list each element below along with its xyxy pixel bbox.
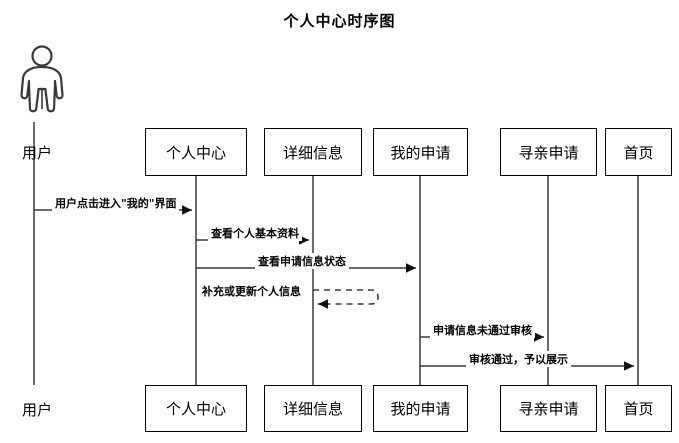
message-label-1: 用户点击进入"我的"界面 [52, 195, 180, 211]
actor-label-top: 用户 [22, 144, 53, 162]
lifeline-box-bottom-detail[interactable]: 详细信息 [264, 385, 362, 432]
lifeline-box-top-center[interactable]: 个人中心 [145, 128, 247, 176]
message-label-4: 补充或更新个人信息 [199, 283, 304, 299]
lifeline-box-bottom-home[interactable]: 首页 [605, 385, 672, 432]
actor-label-bottom: 用户 [22, 401, 53, 419]
person-icon [14, 45, 70, 113]
lifelines [33, 122, 639, 385]
lifeline-box-top-home[interactable]: 首页 [605, 128, 672, 176]
message-label-6: 审核通过，予以展示 [466, 351, 571, 367]
message-label-3: 查看申请信息状态 [255, 253, 349, 269]
lifeline-box-bottom-seek[interactable]: 寻亲申请 [500, 385, 597, 432]
page-title: 个人中心时序图 [283, 12, 396, 30]
lifeline-box-top-seek[interactable]: 寻亲申请 [500, 128, 597, 176]
message-label-2: 查看个人基本资料 [208, 225, 302, 241]
lifeline-box-bottom-center[interactable]: 个人中心 [145, 385, 247, 432]
lifeline-box-top-detail[interactable]: 详细信息 [264, 128, 362, 176]
message-label-5: 申请信息未通过审核 [430, 322, 535, 338]
lifeline-box-top-apply[interactable]: 我的申请 [373, 128, 468, 176]
messages [34, 205, 634, 371]
lifeline-box-bottom-apply[interactable]: 我的申请 [373, 385, 468, 432]
message-arrow-4-self [313, 289, 379, 309]
